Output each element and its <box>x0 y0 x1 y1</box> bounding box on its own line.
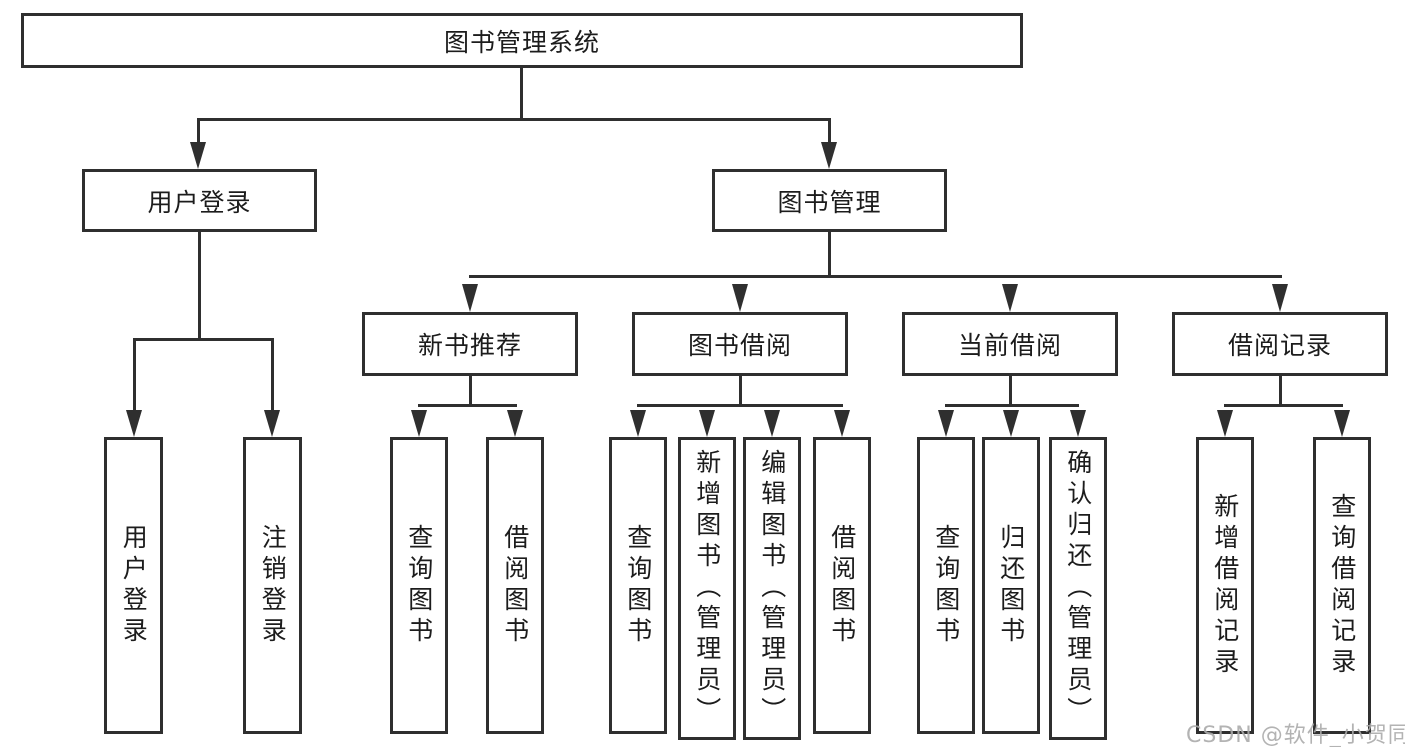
connector-line <box>469 275 1282 278</box>
node-label: 查询借阅记录 <box>1327 492 1357 679</box>
arrow-down-icon <box>126 410 142 437</box>
leaf-logout: 注销登录 <box>243 437 302 734</box>
arrow-down-icon <box>507 410 523 437</box>
arrow-down-icon <box>1272 284 1288 312</box>
node-label: 新书推荐 <box>417 331 522 360</box>
connector-line <box>637 404 843 407</box>
leaf-user-login: 用户登录 <box>104 437 163 734</box>
node-current-borrowing: 当前借阅 <box>902 312 1118 376</box>
leaf-add-books-admin: 新增图书（管理员） <box>678 437 736 740</box>
arrow-down-icon <box>938 410 954 437</box>
node-label: 确认归还（管理员） <box>1063 449 1093 728</box>
node-label: 借阅图书 <box>827 523 857 648</box>
arrow-down-icon <box>821 142 837 169</box>
node-label: 图书管理 <box>777 187 882 217</box>
connector-line <box>1279 376 1282 407</box>
node-label: 新增图书（管理员） <box>692 449 722 728</box>
connector-line <box>1009 376 1012 407</box>
arrow-down-icon <box>834 410 850 437</box>
arrow-down-icon <box>1334 410 1350 437</box>
node-book-borrowing: 图书借阅 <box>632 312 848 376</box>
node-borrowing-records: 借阅记录 <box>1172 312 1388 376</box>
node-user-login-branch: 用户登录 <box>82 169 317 232</box>
connector-line <box>520 68 523 118</box>
arrow-down-icon <box>1003 410 1019 437</box>
node-label: 编辑图书（管理员） <box>757 449 787 728</box>
node-label: 借阅图书 <box>500 523 530 648</box>
leaf-query-books-current: 查询图书 <box>917 437 975 734</box>
arrow-down-icon <box>630 410 646 437</box>
leaf-query-books-recommend: 查询图书 <box>390 437 448 734</box>
arrow-down-icon <box>764 410 780 437</box>
arrow-down-icon <box>411 410 427 437</box>
connector-line <box>418 404 517 407</box>
leaf-return-books: 归还图书 <box>982 437 1040 734</box>
node-label: 图书借阅 <box>687 331 792 360</box>
node-new-book-recommend: 新书推荐 <box>362 312 578 376</box>
node-label: 查询图书 <box>404 523 434 648</box>
node-library-system: 图书管理系统 <box>21 13 1023 68</box>
node-label: 查询图书 <box>931 523 961 648</box>
node-label: 新增借阅记录 <box>1210 492 1240 679</box>
connector-line <box>828 232 831 276</box>
node-label: 用户登录 <box>119 523 149 648</box>
node-label: 当前借阅 <box>957 331 1062 360</box>
node-label: 归还图书 <box>996 523 1026 648</box>
arrow-down-icon <box>190 142 206 169</box>
connector-line <box>197 118 831 121</box>
connector-line <box>945 404 1079 407</box>
connector-line <box>739 376 742 407</box>
leaf-borrow-books: 借阅图书 <box>813 437 871 734</box>
node-book-management: 图书管理 <box>712 169 947 232</box>
connector-line <box>133 338 274 341</box>
arrow-down-icon <box>1002 284 1018 312</box>
leaf-confirm-return-admin: 确认归还（管理员） <box>1049 437 1107 740</box>
node-label: 借阅记录 <box>1227 331 1332 360</box>
arrow-down-icon <box>264 410 280 437</box>
leaf-edit-books-admin: 编辑图书（管理员） <box>743 437 801 740</box>
node-label: 注销登录 <box>258 523 288 648</box>
node-label: 查询图书 <box>623 523 653 648</box>
arrow-down-icon <box>699 410 715 437</box>
node-label: 用户登录 <box>147 187 252 217</box>
connector-line <box>197 118 200 145</box>
csdn-watermark: CSDN @软件_小贺同学 <box>1186 723 1405 747</box>
connector-line <box>198 232 201 338</box>
connector-line <box>828 118 831 145</box>
connector-line <box>1224 404 1343 407</box>
arrow-down-icon <box>1217 410 1233 437</box>
node-label: 图书管理系统 <box>443 27 600 57</box>
arrow-down-icon <box>1070 410 1086 437</box>
connector-line <box>133 338 136 412</box>
leaf-query-borrow-record: 查询借阅记录 <box>1313 437 1371 734</box>
connector-line <box>271 338 274 412</box>
arrow-down-icon <box>732 284 748 312</box>
arrow-down-icon <box>462 284 478 312</box>
leaf-query-books-borrow: 查询图书 <box>609 437 667 734</box>
leaf-borrow-books-recommend: 借阅图书 <box>486 437 544 734</box>
connector-line <box>469 376 472 407</box>
leaf-add-borrow-record: 新增借阅记录 <box>1196 437 1254 734</box>
